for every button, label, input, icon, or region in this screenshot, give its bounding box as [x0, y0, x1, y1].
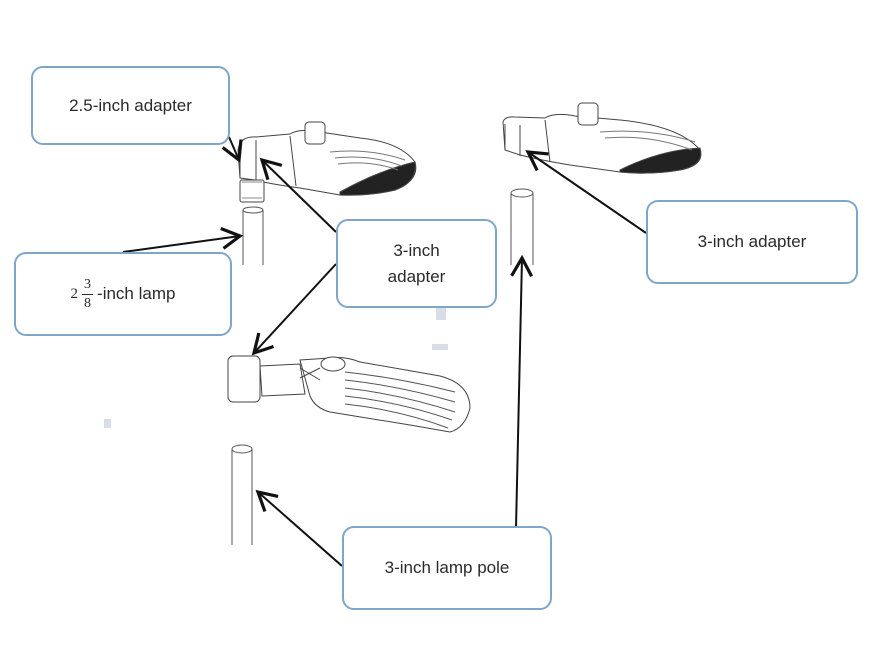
- fraction: 3 8: [82, 277, 94, 311]
- callout-3-inch-lamp-pole: 3-inch lamp pole: [342, 526, 552, 610]
- arrow-pole-right: [510, 254, 534, 529]
- callout-2-5-inch-adapter: 2.5-inch adapter: [31, 66, 230, 145]
- lamp-head-2: [502, 102, 702, 174]
- callout-3-inch-adapter-right: 3-inch adapter: [646, 200, 858, 284]
- fraction-whole: 2: [70, 285, 79, 302]
- lamp-pole-3-right: [510, 188, 534, 265]
- callout-text: -inch lamp: [97, 284, 176, 304]
- callout-text: 2.5-inch adapter: [69, 95, 192, 115]
- faint-artifacts: [104, 308, 448, 428]
- adapter-2-5-block: [239, 179, 265, 203]
- arrow-lamp-2-3-8: [122, 227, 244, 253]
- arrow-3-adapter-down: [251, 263, 337, 356]
- callout-text: 3-inch lamp pole: [384, 558, 510, 578]
- fraction-denominator: 8: [84, 295, 92, 311]
- fraction-numerator: 3: [82, 277, 94, 295]
- callout-text-line1: 3-inch: [393, 241, 440, 260]
- callout-3-inch-adapter-center: 3-inch adapter: [336, 219, 497, 308]
- lamp-head-3: [227, 355, 471, 433]
- arrow-pole-left: [255, 489, 343, 567]
- callout-2-3-8-inch-lamp: 2 3 8 -inch lamp: [14, 252, 232, 336]
- lamp-pole-2-3-8: [242, 206, 264, 265]
- arrows: [122, 136, 647, 567]
- arrow-3-adapter-up: [259, 157, 337, 233]
- callout-text: 3-inch adapter: [697, 232, 807, 252]
- arrow-2-5-adapter: [221, 136, 243, 164]
- callout-text-line2: adapter: [387, 266, 446, 286]
- arrow-3-adapter-right: [525, 150, 647, 234]
- lamp-pole-3-left: [231, 444, 253, 545]
- lamp-head-1: [237, 121, 417, 196]
